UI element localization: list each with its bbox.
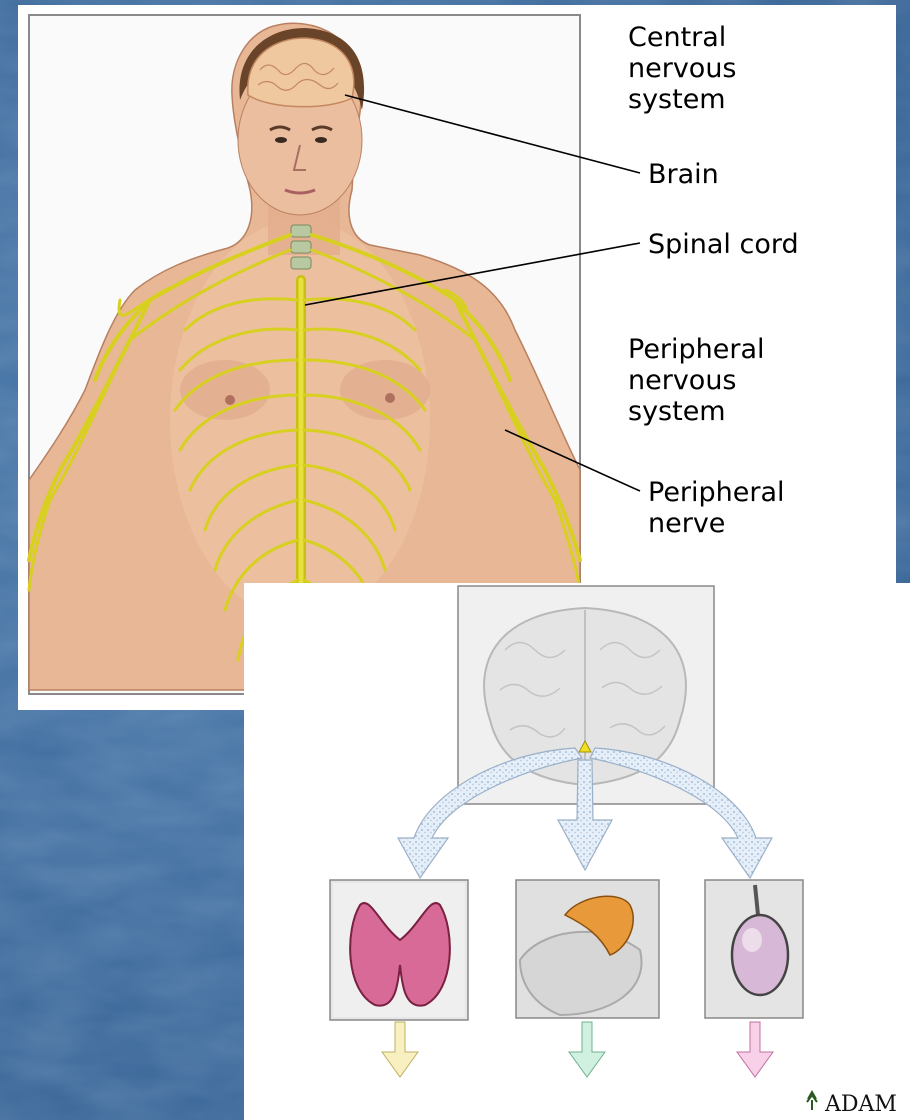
testis <box>732 915 788 995</box>
adam-logo: ADAM <box>825 1092 897 1117</box>
brain-drawing <box>484 608 686 785</box>
hormone-arrows <box>398 748 772 878</box>
adam-logo-icon <box>807 1092 817 1110</box>
pink-down-arrow <box>737 1022 773 1077</box>
yellow-down-arrow <box>382 1022 418 1077</box>
green-down-arrow <box>569 1022 605 1077</box>
